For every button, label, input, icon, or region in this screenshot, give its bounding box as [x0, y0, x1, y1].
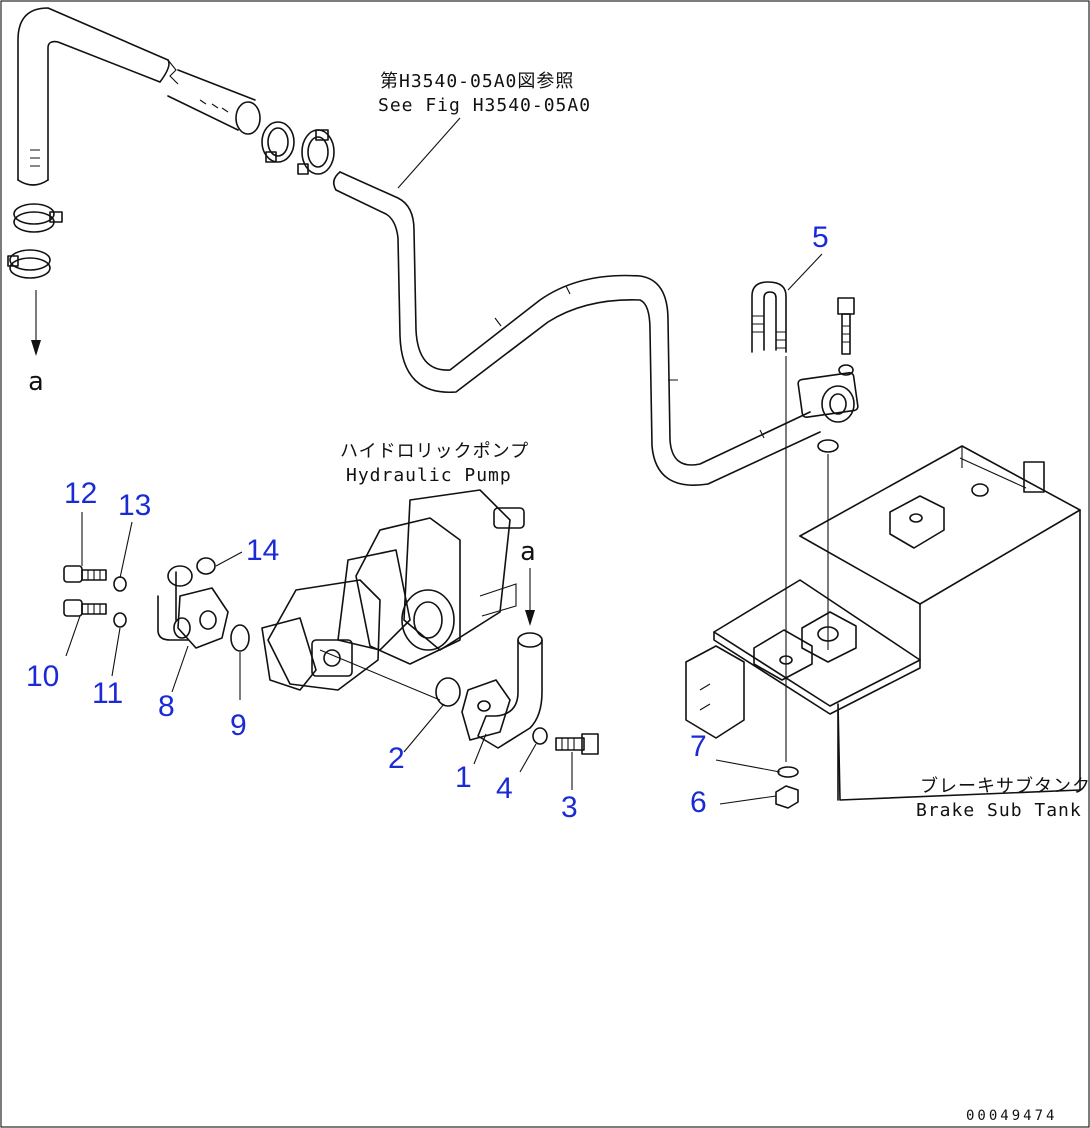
washer-11 [113, 612, 127, 628]
pump-label-en: Hydraulic Pump [346, 465, 512, 486]
hydraulic-pump [261, 489, 525, 701]
pump-label-jp: ハイドロリックポンプ [340, 441, 529, 462]
nut-6 [775, 785, 799, 809]
elbow-8 [157, 565, 229, 649]
hose-clamps-top [261, 121, 335, 175]
upper-hose [17, 7, 261, 186]
callout-7: 7 [690, 730, 707, 763]
oring-14 [196, 557, 216, 575]
callout-3: 3 [561, 791, 578, 824]
callout-4: 4 [496, 772, 513, 805]
callout-1: 1 [455, 761, 472, 794]
callout-5: 5 [812, 221, 829, 254]
callout-11: 11 [92, 677, 123, 710]
long-hose [332, 171, 821, 486]
callout-leaders [65, 253, 823, 805]
bolt-12 [63, 565, 107, 583]
marker-a-left: a [28, 367, 45, 397]
callout-8: 8 [158, 690, 175, 723]
bolt-top [837, 297, 855, 355]
callout-9: 9 [230, 709, 247, 742]
tank-elbow [797, 364, 859, 423]
callout-6: 6 [690, 786, 707, 819]
tank-tab [1023, 461, 1045, 493]
callout-12: 12 [64, 477, 97, 510]
drawing-code: 00049474 [966, 1108, 1057, 1124]
bolt-10 [63, 599, 107, 617]
marker-a-pump: a [520, 537, 537, 567]
oring-9 [230, 624, 250, 652]
callout-13: 13 [118, 489, 151, 522]
ref-label-en: See Fig H3540-05A0 [378, 95, 591, 116]
washer-4 [532, 727, 548, 745]
left-clamps [7, 203, 63, 356]
oring-2 [435, 677, 461, 707]
washer-13 [113, 576, 127, 592]
ref-label-jp: 第H3540-05A0図参照 [380, 71, 574, 92]
u-bolt [751, 281, 787, 762]
washer-7 [777, 766, 799, 778]
callout-14: 14 [246, 534, 279, 567]
tank-label-jp: ブレーキサブタンク [920, 775, 1090, 797]
ref-leader [397, 117, 461, 189]
elbow-1 [461, 632, 543, 749]
bolt-3 [555, 733, 599, 755]
callout-10: 10 [26, 660, 59, 693]
tank-label-en: Brake Sub Tank [916, 800, 1082, 821]
brake-sub-tank [685, 445, 1081, 801]
callout-2: 2 [388, 742, 405, 775]
oring-tank [817, 439, 839, 453]
